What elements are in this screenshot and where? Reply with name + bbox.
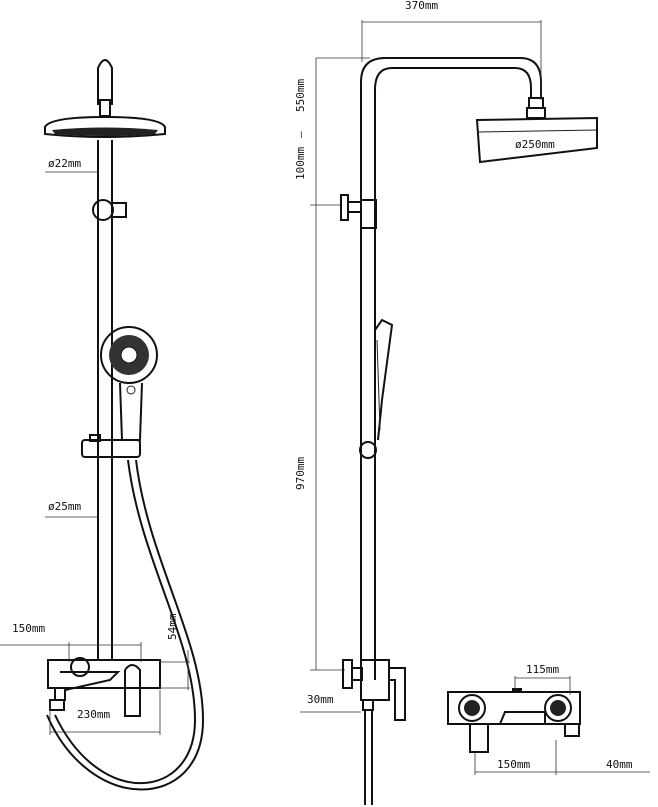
bath-mixer-front (47, 657, 161, 717)
slider-holder (81, 434, 141, 458)
label-mixer-width: 230mm (77, 708, 110, 721)
diverter-valve (340, 194, 377, 229)
label-rail-diameter-bottom: ø25mm (48, 500, 81, 513)
label-height-separator: — (294, 131, 307, 138)
hand-shower (100, 326, 158, 441)
shower-hose-outer (54, 459, 197, 785)
label-body-width: 150mm (497, 758, 530, 771)
label-arm-reach: 370mm (405, 0, 438, 12)
left-handle (458, 694, 486, 722)
label-rail-diameter-top: ø22mm (48, 157, 81, 170)
side-view: ø250mm 370mm 550mm — 100mm 970mm (294, 0, 598, 805)
overhead-shower-head-side (475, 116, 598, 164)
bath-mixer-side (342, 659, 406, 805)
front-view: ø22mm ø25mm 150mm (0, 59, 205, 791)
label-spout-depth: 40mm (606, 758, 633, 771)
label-handle-spacing: 115mm (526, 663, 559, 676)
wall-bracket (92, 199, 127, 221)
label-wall-offset: 30mm (307, 693, 334, 706)
shower-arm (360, 57, 542, 680)
label-rail-height: 970mm (294, 457, 307, 490)
slider-knob (359, 441, 377, 459)
rail-top-cap (97, 59, 113, 105)
mixer-detail-view: 115mm 150mm 40mm (447, 663, 650, 775)
shower-hose-inner (46, 459, 205, 791)
mixer-lever (469, 723, 489, 753)
label-height-adjust-min: 100mm (294, 147, 307, 180)
head-connector (99, 99, 111, 117)
label-mixer-height: 54mm (166, 613, 179, 640)
overhead-shower-head (44, 115, 166, 138)
right-handle (544, 694, 572, 722)
spout-top (499, 711, 546, 725)
label-head-diameter: ø250mm (515, 138, 555, 151)
label-mixer-center-distance: 150mm (12, 622, 45, 635)
label-height-adjust-max: 550mm (294, 79, 307, 112)
hand-shower-side (374, 318, 394, 441)
